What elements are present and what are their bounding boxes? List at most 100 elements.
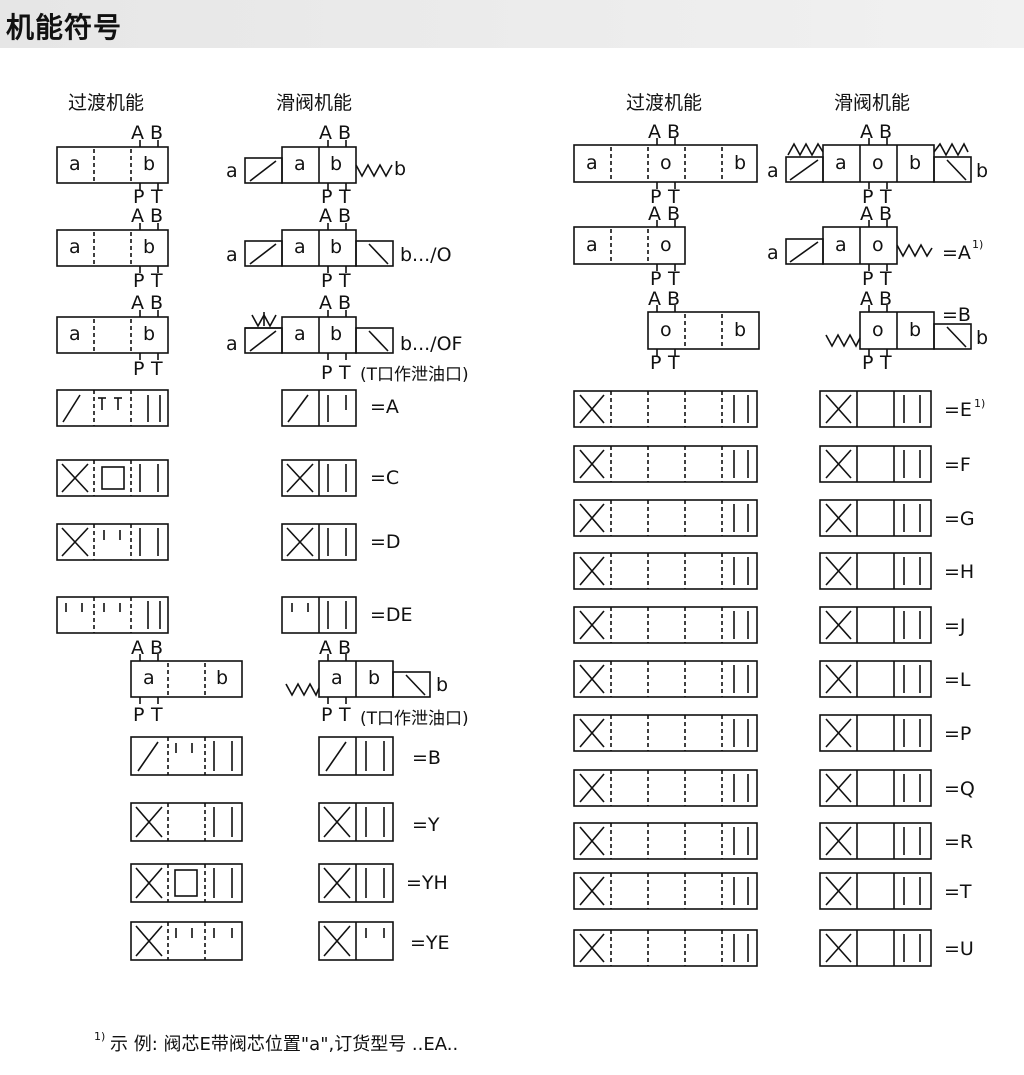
box-b: b bbox=[143, 153, 156, 175]
port-B: B bbox=[150, 205, 164, 227]
box-b: b bbox=[734, 152, 747, 174]
code-right-0: =E bbox=[944, 399, 972, 421]
port-P: P bbox=[133, 704, 145, 726]
port-A: A bbox=[131, 637, 144, 659]
solenoid-a-label: a bbox=[767, 160, 779, 182]
port-A: A bbox=[860, 121, 873, 143]
box-a: a bbox=[586, 152, 598, 174]
port-B: B bbox=[150, 122, 164, 144]
left-lower-transition-YH bbox=[130, 863, 243, 903]
port-B: B bbox=[338, 637, 352, 659]
footnote-mark: 1) bbox=[94, 1030, 106, 1043]
box-b: b bbox=[909, 152, 922, 174]
code-right-7: =Q bbox=[944, 778, 975, 800]
code-C: =C bbox=[370, 467, 400, 489]
left-spool-C bbox=[281, 459, 357, 497]
port-B: B bbox=[667, 121, 681, 143]
port-T: T bbox=[668, 352, 680, 374]
left-spool-D bbox=[281, 523, 357, 561]
port-B: B bbox=[879, 121, 893, 143]
left-lower-transition-B bbox=[130, 736, 243, 776]
code-right-5: =L bbox=[944, 669, 971, 691]
right-transition-symbol-2 bbox=[573, 220, 686, 271]
port-T: T bbox=[339, 186, 351, 208]
port-P: P bbox=[862, 352, 874, 374]
box-b: b bbox=[143, 323, 156, 345]
left-lower-spool-b bbox=[285, 654, 431, 704]
right-function-row bbox=[573, 769, 932, 807]
code-right-2: =G bbox=[944, 508, 975, 530]
port-A: A bbox=[319, 637, 332, 659]
header-right-transition: 过渡机能 bbox=[626, 92, 703, 114]
right-function-row bbox=[573, 929, 932, 967]
left-transition-symbol-2 bbox=[56, 223, 169, 273]
port-T: T bbox=[880, 268, 892, 290]
box-b: b bbox=[143, 236, 156, 258]
port-T: T bbox=[668, 268, 680, 290]
box-a: a bbox=[294, 236, 306, 258]
code-right-3: =H bbox=[944, 561, 975, 583]
left-lower-spool-YH bbox=[318, 863, 394, 903]
port-T: T bbox=[151, 358, 163, 380]
port-P: P bbox=[133, 186, 145, 208]
box-o: o bbox=[660, 152, 672, 174]
code-B: =B bbox=[412, 747, 441, 769]
port-P: P bbox=[133, 358, 145, 380]
left-transition-symbol-1 bbox=[56, 140, 169, 190]
t-drain-note-row3: (T口作泄油口) bbox=[360, 365, 469, 385]
port-A: A bbox=[319, 122, 332, 144]
solenoid-a-label: a bbox=[226, 244, 238, 266]
box-b: b bbox=[330, 323, 343, 345]
right-function-row bbox=[573, 714, 932, 752]
box-a: a bbox=[331, 667, 343, 689]
port-T: T bbox=[151, 270, 163, 292]
port-P: P bbox=[862, 186, 874, 208]
port-A: A bbox=[131, 292, 144, 314]
header-left-transition: 过渡机能 bbox=[68, 92, 145, 114]
code-A: =A bbox=[370, 396, 399, 418]
code-right-4: =J bbox=[944, 615, 966, 637]
port-P: P bbox=[321, 362, 333, 384]
port-P: P bbox=[650, 352, 662, 374]
port-B: B bbox=[150, 637, 164, 659]
port-B: B bbox=[338, 292, 352, 314]
code-right-6: =P bbox=[944, 723, 972, 745]
port-B: B bbox=[879, 203, 893, 225]
port-A: A bbox=[648, 121, 661, 143]
code-right-9: =T bbox=[944, 881, 972, 903]
suffix-row3: b.../OF bbox=[400, 333, 463, 355]
left-lower-spool-Y bbox=[318, 802, 394, 842]
right-spool-symbol-3 bbox=[825, 305, 972, 356]
solenoid-a-label: a bbox=[226, 333, 238, 355]
page-title: 机能符号 bbox=[6, 11, 123, 44]
code-right-8: =R bbox=[944, 831, 974, 853]
box-a: a bbox=[835, 152, 847, 174]
code-right-row2: =A bbox=[942, 242, 971, 264]
left-transition-C bbox=[56, 459, 169, 497]
port-T: T bbox=[151, 186, 163, 208]
code-YH: =YH bbox=[406, 872, 448, 894]
port-P: P bbox=[133, 270, 145, 292]
solenoid-a-label: a bbox=[226, 160, 238, 182]
port-A: A bbox=[131, 122, 144, 144]
right-function-row bbox=[573, 552, 932, 590]
footnote-ref: 1) bbox=[972, 238, 984, 251]
right-spool-symbol-1 bbox=[785, 138, 972, 189]
port-T: T bbox=[880, 352, 892, 374]
box-a: a bbox=[586, 234, 598, 256]
port-A: A bbox=[131, 205, 144, 227]
box-o: o bbox=[660, 319, 672, 341]
box-b: b bbox=[734, 319, 747, 341]
right-function-row bbox=[573, 872, 932, 910]
right-function-row bbox=[573, 445, 932, 483]
right-function-rows bbox=[573, 390, 932, 967]
left-transition-D bbox=[56, 523, 169, 561]
port-T: T bbox=[339, 704, 351, 726]
right-transition-symbol-1 bbox=[573, 138, 758, 189]
port-P: P bbox=[862, 268, 874, 290]
port-B: B bbox=[879, 288, 893, 310]
port-P: P bbox=[321, 186, 333, 208]
code-DE: =DE bbox=[370, 604, 413, 626]
code-D: =D bbox=[370, 531, 401, 553]
